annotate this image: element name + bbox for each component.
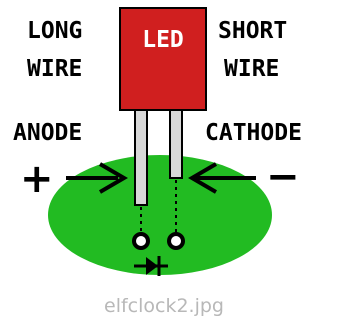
led-label: LED xyxy=(142,27,184,53)
cathode-label: CATHODE xyxy=(205,120,302,146)
circuit-board xyxy=(48,155,272,275)
cathode-lead xyxy=(169,109,183,179)
plus-sign: + xyxy=(20,156,54,202)
long-wire-label-line1: LONG xyxy=(27,18,82,44)
arrow-left-icon xyxy=(188,162,256,194)
anode-pad xyxy=(132,232,150,250)
short-wire-label-line1: SHORT xyxy=(218,18,287,44)
diode-icon xyxy=(134,256,168,276)
image-caption: elfclock2.jpg xyxy=(104,295,224,317)
cathode-pad xyxy=(167,232,185,250)
led-body xyxy=(119,7,207,111)
minus-sign: − xyxy=(266,154,300,200)
arrow-right-icon xyxy=(66,162,128,194)
anode-lead xyxy=(134,109,148,206)
led-component: LED xyxy=(119,7,207,206)
anode-label: ANODE xyxy=(13,120,82,146)
long-wire-label-line2: WIRE xyxy=(27,56,82,82)
short-wire-label-line2: WIRE xyxy=(224,56,279,82)
